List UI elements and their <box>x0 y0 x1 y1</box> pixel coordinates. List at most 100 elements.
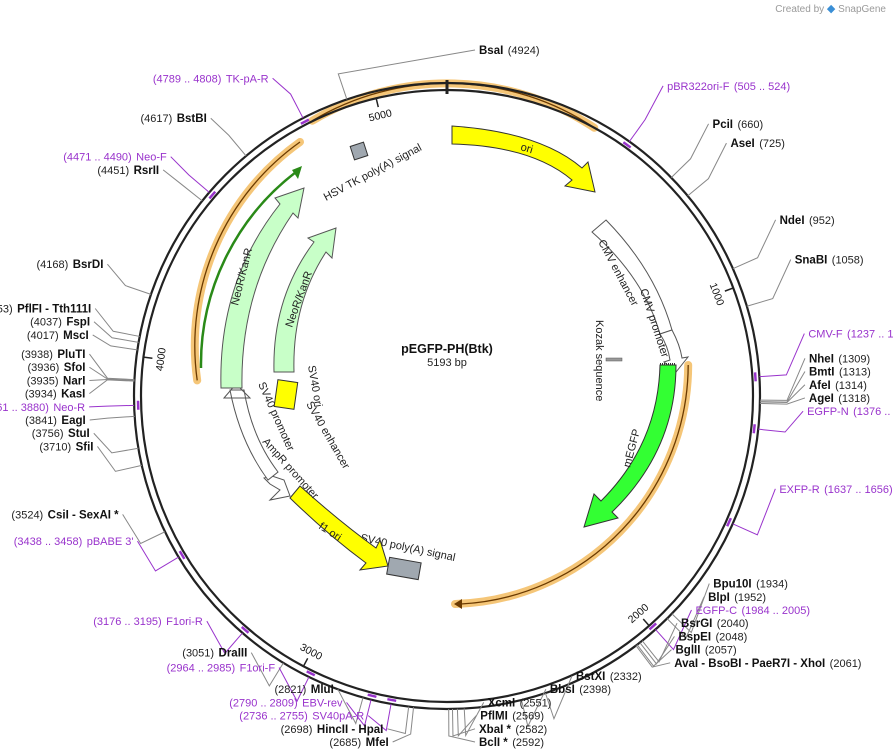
primer-f1ori-f-mark <box>306 670 316 677</box>
site-csii-sexai-position: (3524) <box>11 509 43 521</box>
site-mlui-name: MluI <box>311 684 334 696</box>
orf-band-right <box>451 361 693 608</box>
primer-tk-pa-r-position: (4789 .. 4808) <box>153 73 222 85</box>
site-hincii-hpai-leader <box>387 706 410 735</box>
site-bpu10i-leader <box>671 583 710 634</box>
primer-neo-r-name: Neo-R <box>53 402 85 414</box>
site-bsrgi-label: BsrGI (2040) <box>681 614 749 631</box>
primer-sv40pa-r-mark <box>387 697 397 703</box>
site-avai-bsobi-paer7i-xhoi-name: AvaI - BsoBI - PaeR7I - XhoI <box>674 658 825 670</box>
primer-pbabe-3-name: pBABE 3' <box>87 536 134 548</box>
site-blpi-position: (1952) <box>734 592 766 604</box>
site-hincii-hpai-name: HincII - HpaI <box>317 724 383 736</box>
site-kasi-name: KasI <box>61 389 85 401</box>
site-pcii-leader <box>670 123 710 178</box>
primer-f1ori-r-leader <box>206 620 243 655</box>
site-pcii-name: PciI <box>713 119 733 131</box>
tick-label-2000: 2000 <box>626 601 652 626</box>
site-bsrgi-position: (2040) <box>717 618 749 630</box>
site-nhei-label: NheI (1309) <box>809 349 870 366</box>
primer-pbabe-3-position: (3438 .. 3458) <box>14 536 83 548</box>
tick-label-5000: 5000 <box>368 107 394 124</box>
orf-right-arrowhead <box>454 599 462 609</box>
site-bglii-position: (2057) <box>705 645 737 657</box>
site-fspi-leader <box>93 321 139 343</box>
tick-mark-2000 <box>642 618 650 627</box>
site-csii-sexai-label: (3524) CsiI - SexAI * <box>11 505 119 522</box>
site-mfei-position: (2685) <box>329 737 361 749</box>
snapgene-product-name: SnapGene <box>838 4 886 15</box>
created-by-text: Created by <box>775 4 825 15</box>
site-eagi-label: (3841) EagI <box>25 411 86 428</box>
site-asei-leader <box>687 142 727 197</box>
site-bsai-name: BsaI <box>479 45 503 57</box>
primer-f1ori-r-label: (3176 .. 3195) F1ori-R <box>93 612 203 629</box>
site-fspi-position: (4037) <box>30 317 62 329</box>
site-kasi-label: (3934) KasI <box>25 385 86 402</box>
site-bglii-label: BglII (2057) <box>676 641 737 658</box>
primer-egfp-n-leader <box>758 410 804 433</box>
site-xbai-label: XbaI * (2582) <box>479 720 547 737</box>
primer-pbabe-3-leader <box>137 540 179 572</box>
site-sfoi-position: (3936) <box>27 362 59 374</box>
site-bstxi-position: (2332) <box>610 671 642 683</box>
site-bcli-label: BclI * (2592) <box>479 733 544 750</box>
site-agei-position: (1318) <box>838 393 870 405</box>
site-sfoi-label: (3936) SfoI <box>27 358 85 375</box>
site-pluti-leader <box>89 353 135 381</box>
site-agei-name: AgeI <box>809 393 834 405</box>
site-mlui-leader <box>337 688 364 725</box>
primer-pbr322ori-f-position: (505 .. 524) <box>734 81 790 93</box>
site-msci-leader <box>92 334 138 351</box>
site-rsrii-leader <box>162 169 203 202</box>
plasmid-name: pEGFP-PH(Btk) <box>401 342 493 356</box>
site-asei-position: (725) <box>759 138 785 150</box>
site-sfoi-name: SfoI <box>64 362 86 374</box>
site-pflmi-leader <box>456 708 477 738</box>
site-bstxi-label: BstXI (2332) <box>576 667 642 684</box>
site-rsrii-name: RsrII <box>134 165 160 177</box>
site-blpi-leader <box>666 596 705 639</box>
site-stui-position: (3756) <box>32 428 64 440</box>
site-draiii-label: (3051) DraIII <box>182 644 247 661</box>
tick-mark-4000 <box>143 356 153 360</box>
site-eagi-name: EagI <box>61 415 85 427</box>
feature-neor-inner-arrow <box>273 227 337 373</box>
primer-tk-pa-r-name: TK-pA-R <box>226 73 269 85</box>
site-nari-label: (3935) NarI <box>27 371 86 388</box>
site-afei-leader <box>759 384 806 403</box>
site-ndei-name: NdeI <box>780 215 805 227</box>
feature-sv40-promoter-arrow <box>222 383 279 481</box>
site-snabi-position: (1058) <box>832 254 864 266</box>
site-pflmi-position: (2569) <box>512 711 544 723</box>
site-asei-name: AseI <box>730 138 754 150</box>
primer-cmv-f-mark <box>753 372 757 382</box>
site-bpu10i-name: Bpu10I <box>713 579 751 591</box>
site-nhei-leader <box>759 358 806 401</box>
site-xcmi-label: XcmI (2551) <box>488 693 552 710</box>
primer-egfp-n-name: EGFP-N <box>807 406 849 418</box>
site-ndei-label: NdeI (952) <box>780 211 835 228</box>
site-agei-leader <box>759 397 806 405</box>
site-bstbi-leader <box>210 117 247 157</box>
site-hincii-hpai-label: (2698) HincII - HpaI <box>281 720 384 737</box>
site-pflmi-name: PflMI <box>480 711 507 723</box>
primer-f1ori-f-leader <box>278 667 310 703</box>
site-bsai-label: BsaI (4924) <box>479 41 540 58</box>
site-mfei-leader <box>392 707 415 743</box>
site-mlui-label: (2821) MluI <box>275 680 334 697</box>
site-bcli-leader <box>448 708 476 743</box>
site-csii-sexai-leader <box>122 514 166 545</box>
feature-hsv-tk-polya-box <box>349 141 369 161</box>
tick-mark-1000 <box>724 287 734 292</box>
site-draiii-leader <box>250 652 284 687</box>
site-avai-bsobi-paer7i-xhoi-label: AvaI - BsoBI - PaeR7I - XhoI (2061) <box>674 654 861 671</box>
site-bsrdi-name: BsrDI <box>73 259 104 271</box>
site-ndei-leader <box>732 219 777 270</box>
site-xcmi-name: XcmI <box>488 697 516 709</box>
site-eagi-leader <box>89 415 135 421</box>
site-stui-label: (3756) StuI <box>32 424 90 441</box>
snapgene-branding: Created by ◆ SnapGene <box>775 2 886 15</box>
site-pcii-label: PciI (660) <box>713 115 764 132</box>
primer-exfp-r-name: EXFP-R <box>779 484 819 496</box>
